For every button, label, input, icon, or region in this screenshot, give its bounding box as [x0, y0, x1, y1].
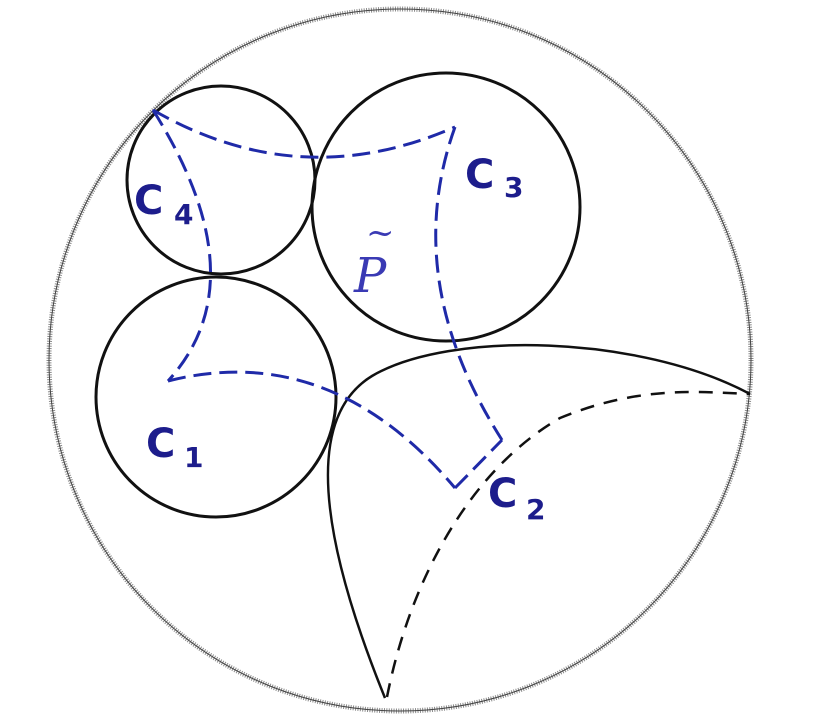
- label-p-tilde: ~ P: [353, 213, 395, 304]
- svg-text:2: 2: [526, 493, 545, 526]
- svg-text:1: 1: [184, 441, 203, 474]
- svg-text:4: 4: [174, 198, 193, 231]
- dashed-geodesic-c2: [385, 390, 751, 698]
- label-c3: C 3: [465, 152, 523, 204]
- label-c1: C 1: [146, 421, 203, 474]
- circle-c4: [125, 84, 317, 276]
- svg-text:~: ~: [366, 213, 395, 253]
- arc-c2: [326, 343, 751, 699]
- polygon-edge-c3-c2: [434, 126, 504, 441]
- svg-text:3: 3: [504, 171, 523, 204]
- svg-text:P: P: [353, 248, 387, 304]
- svg-text:C: C: [146, 421, 175, 467]
- svg-text:C: C: [134, 178, 163, 224]
- polygon-p-tilde: [151, 108, 504, 490]
- label-c2: C 2: [488, 471, 545, 526]
- boundary-disk: [46, 6, 754, 714]
- polygon-edge-c1-c2: [167, 370, 457, 489]
- polygon-edge-c4-c1: [151, 109, 212, 383]
- label-c4: C 4: [134, 178, 193, 231]
- polygon-edge-c4-outer: [152, 108, 456, 159]
- circle-c3: [310, 71, 582, 343]
- polygon-edge-c2: [453, 438, 504, 490]
- svg-text:C: C: [465, 152, 494, 198]
- circle-c1: [94, 275, 338, 519]
- svg-text:C: C: [488, 471, 517, 517]
